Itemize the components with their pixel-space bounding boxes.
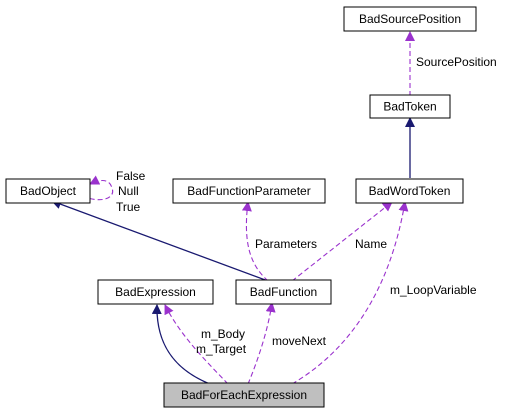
- node-bad-function[interactable]: BadFunction: [235, 279, 332, 305]
- edge-function-inherits-object: [51, 199, 269, 282]
- edge-parameters: [241, 201, 269, 282]
- label-move-next: moveNext: [272, 334, 327, 348]
- label-parameters: Parameters: [255, 237, 317, 251]
- edge-loop-variable: [291, 201, 409, 385]
- node-label: BadObject: [20, 184, 77, 198]
- edge-foreach-inherits-expression: [151, 304, 211, 385]
- node-bad-word-token[interactable]: BadWordToken: [355, 178, 464, 204]
- node-label: BadSourcePosition: [359, 12, 461, 26]
- label-target: m_Target: [196, 342, 247, 356]
- edge-body-target: [164, 304, 229, 385]
- node-label: BadExpression: [115, 285, 196, 299]
- label-null: Null: [118, 184, 139, 198]
- node-bad-token[interactable]: BadToken: [369, 94, 451, 119]
- node-bad-expression[interactable]: BadExpression: [97, 279, 214, 305]
- label-source-position: SourcePosition: [416, 55, 497, 69]
- label-body: m_Body: [201, 327, 245, 341]
- node-bad-function-parameter[interactable]: BadFunctionParameter: [172, 178, 326, 204]
- node-label: BadFunctionParameter: [187, 184, 310, 198]
- node-bad-source-position[interactable]: BadSourcePosition: [343, 6, 477, 32]
- edge-labels: SourcePosition False Null True Parameter…: [116, 55, 497, 356]
- label-loop-variable: m_LoopVariable: [390, 283, 477, 297]
- edges: [51, 31, 415, 385]
- node-bad-object[interactable]: BadObject: [5, 178, 91, 204]
- node-label: BadToken: [383, 100, 436, 114]
- edge-move-next: [247, 302, 276, 385]
- node-label: BadFunction: [250, 285, 317, 299]
- node-label: BadWordToken: [369, 184, 451, 198]
- label-name: Name: [355, 237, 387, 251]
- node-bad-for-each-expression[interactable]: BadForEachExpression: [163, 382, 325, 408]
- label-true: True: [116, 200, 141, 214]
- node-label: BadForEachExpression: [181, 388, 307, 402]
- label-false: False: [116, 169, 146, 183]
- edge-name: [291, 201, 393, 282]
